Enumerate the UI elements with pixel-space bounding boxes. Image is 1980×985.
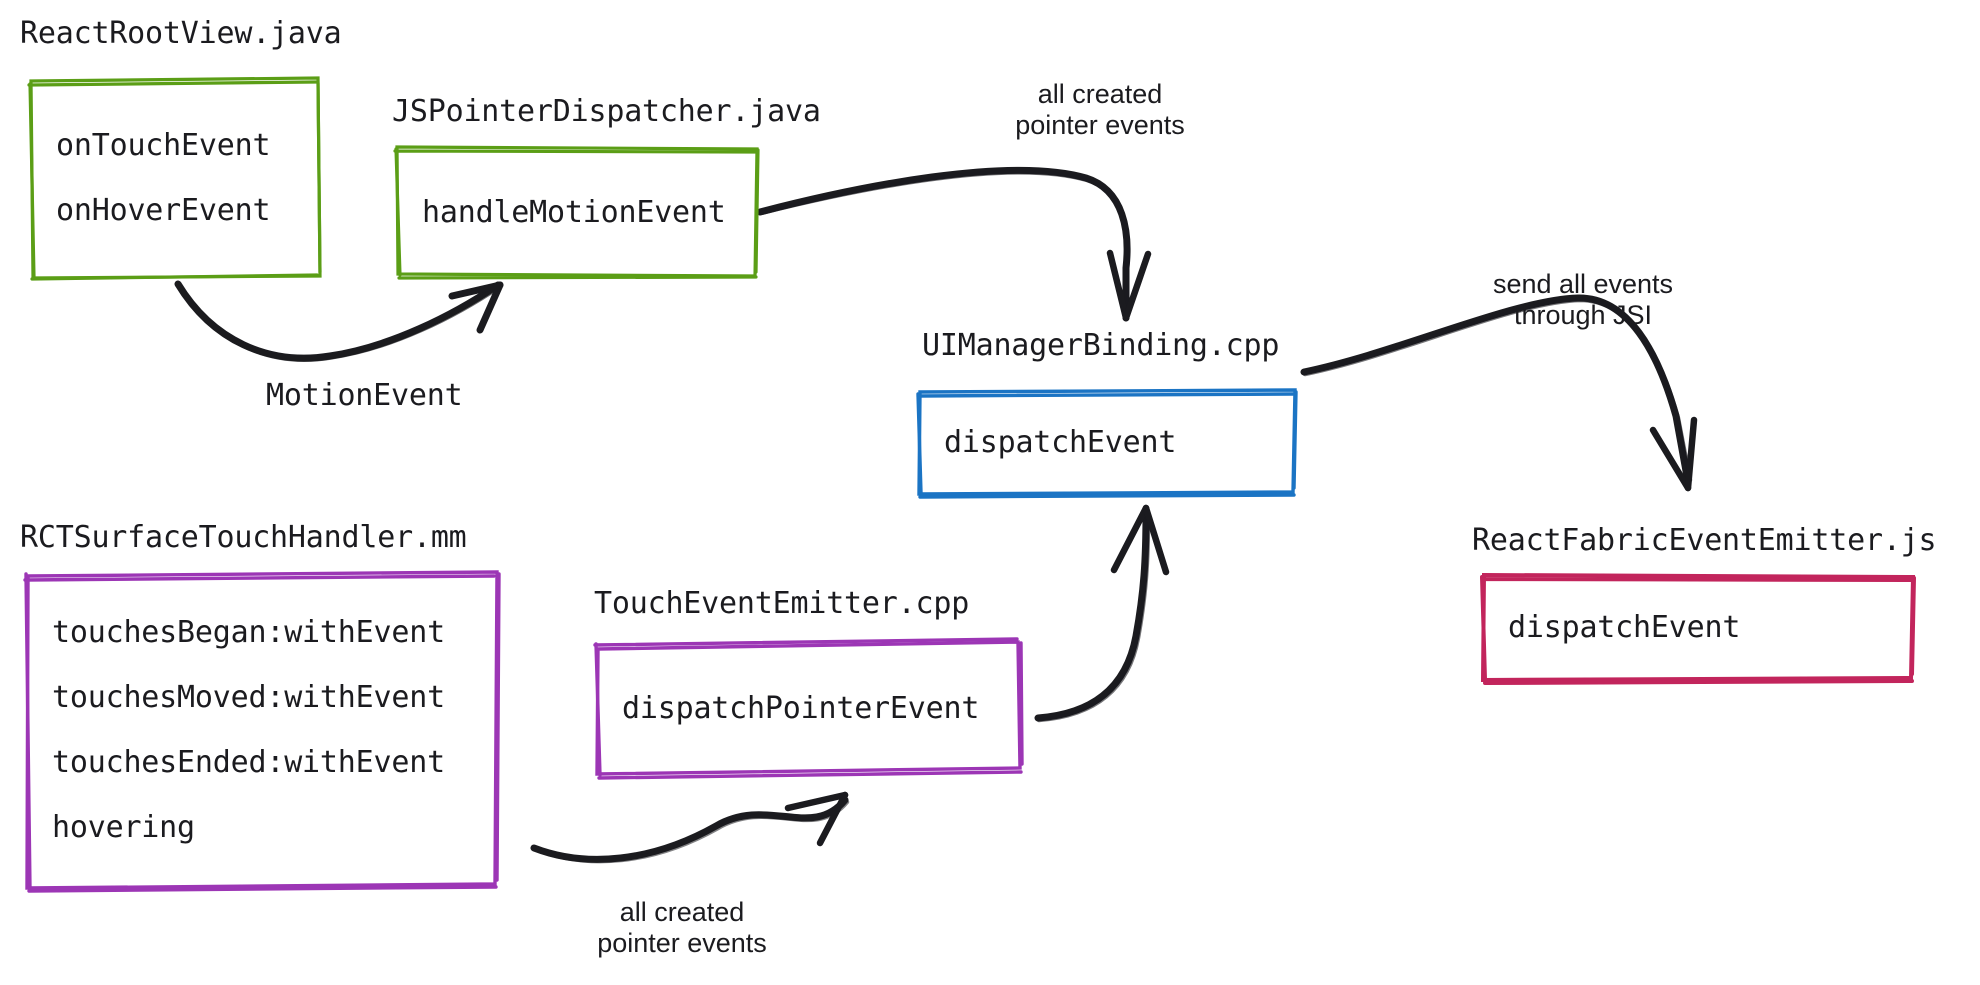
node-methods: touchesBegan:withEvent touchesMoved:with… xyxy=(26,574,498,886)
node-methods: onTouchEvent onHoverEvent xyxy=(30,78,320,278)
edge-label-line: pointer events xyxy=(597,927,767,958)
edge-label-line: pointer events xyxy=(1015,109,1185,140)
method-touches-moved: touchesMoved:withEvent xyxy=(52,680,445,715)
method-dispatch-event-js: dispatchEvent xyxy=(1508,609,1741,645)
method-on-touch-event: onTouchEvent xyxy=(56,128,271,163)
method-dispatch-event-cpp: dispatchEvent xyxy=(944,424,1177,460)
method-handle-motion-event: handleMotionEvent xyxy=(422,194,726,230)
edge-label-jsi-events: send all events through JSI xyxy=(1438,269,1728,331)
edge-label-line: all created xyxy=(619,897,745,927)
node-box-rct-surface-touch-handler[interactable]: touchesBegan:withEvent touchesMoved:with… xyxy=(23,570,501,893)
edge-label-line: all created xyxy=(1037,79,1163,109)
file-label-ui-manager-binding: UIManagerBinding.cpp xyxy=(922,328,1280,363)
edge-label-motion-event: MotionEvent xyxy=(266,378,463,413)
file-label-touch-event-emitter: TouchEventEmitter.cpp xyxy=(594,586,970,621)
arrow-emitter-to-binding xyxy=(1034,504,1170,723)
arrow-android-pointer-events xyxy=(756,166,1152,322)
edge-label-line: through JSI xyxy=(1513,299,1653,330)
edge-label-ios-pointer-events: all created pointer events xyxy=(537,897,827,959)
file-label-react-root-view: ReactRootView.java xyxy=(20,16,342,51)
file-label-react-fabric-event-emitter: ReactFabricEventEmitter.js xyxy=(1472,523,1937,558)
node-box-touch-event-emitter[interactable]: dispatchPointerEvent xyxy=(593,637,1024,780)
method-touches-ended: touchesEnded:withEvent xyxy=(52,745,445,780)
file-label-js-pointer-dispatcher: JSPointerDispatcher.java xyxy=(392,94,821,129)
arrow-motion-event xyxy=(174,280,504,362)
method-dispatch-pointer-event: dispatchPointerEvent xyxy=(622,690,980,726)
file-label-rct-surface-touch-handler: RCTSurfaceTouchHandler.mm xyxy=(20,520,467,555)
node-box-react-fabric-event-emitter[interactable]: dispatchEvent xyxy=(1480,572,1916,685)
node-methods: dispatchEvent xyxy=(1482,574,1914,680)
method-touches-began: touchesBegan:withEvent xyxy=(52,615,445,650)
node-box-react-root-view[interactable]: onTouchEvent onHoverEvent xyxy=(27,76,322,281)
node-box-js-pointer-dispatcher[interactable]: handleMotionEvent xyxy=(393,145,760,280)
node-box-ui-manager-binding[interactable]: dispatchEvent xyxy=(916,388,1298,499)
node-methods: handleMotionEvent xyxy=(396,146,758,278)
method-on-hover-event: onHoverEvent xyxy=(56,193,271,228)
node-methods: dispatchPointerEvent xyxy=(596,642,1020,774)
method-hovering: hovering xyxy=(52,810,195,845)
edge-label-line: send all events xyxy=(1492,269,1674,299)
edge-label-android-pointer-events: all created pointer events xyxy=(955,79,1245,141)
node-methods: dispatchEvent xyxy=(918,390,1296,494)
arrow-ios-pointer-events xyxy=(530,791,850,864)
